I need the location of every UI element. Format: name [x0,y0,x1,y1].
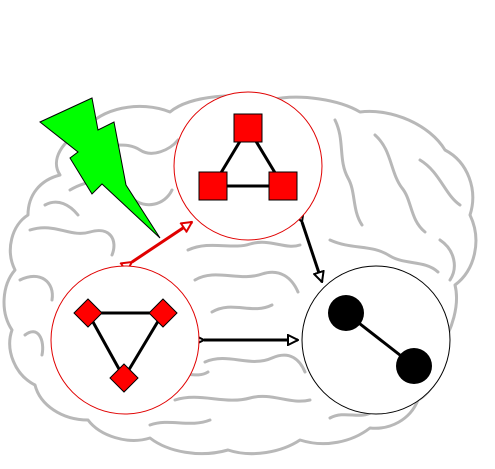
brain-sulcus [328,238,440,274]
brain-sulcus [18,274,54,302]
brain-sulcus [186,240,302,252]
brain-sulcus [418,158,462,207]
right-module [301,265,451,415]
left-module [50,265,200,415]
network-edge [122,312,165,379]
right-module-circle [301,265,451,415]
network-edge [86,312,126,379]
diamond-node [109,363,139,393]
black-bidirectional-arrow-top-right [302,222,322,282]
black-node [396,348,432,384]
diamond-node [148,298,178,328]
brain-sulcus [23,330,45,357]
brain-sulcus [333,118,364,227]
brain-sulcus [438,238,456,282]
top-module [173,91,323,241]
brain-sulcus [193,270,300,294]
square-node [233,113,263,143]
brain-sulcus [173,394,312,403]
brain-sulcus [43,200,80,217]
brain-sulcus [28,226,116,257]
brain-sulcus [210,303,274,314]
black-node [328,295,364,331]
left-module-circle [50,265,200,415]
brain-sulcus [203,353,307,374]
brain-sulcus [373,133,427,234]
top-module-circle [173,91,323,241]
square-node [268,171,298,201]
square-node [198,171,228,201]
diamond-node [73,298,103,328]
brain-sulcus [148,418,212,427]
red-bidirectional-arrow [132,220,192,262]
